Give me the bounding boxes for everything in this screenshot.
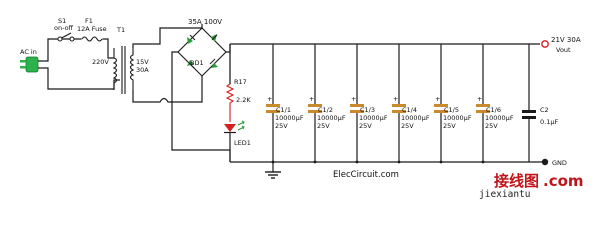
ac-plug-icon [20, 56, 39, 73]
capacitor-plus-icon: + [309, 95, 314, 103]
capacitor-voltage-label: 25V [401, 122, 414, 130]
cap-c2-name-label: C2 [540, 106, 549, 114]
ground-junction-dot [271, 160, 275, 164]
watermark-suffix: .com [543, 172, 584, 190]
ac-line-wire [38, 38, 114, 62]
ground-junction-dot [355, 160, 359, 164]
ground-junction-dot [397, 160, 401, 164]
switch-name-label: S1 [58, 17, 66, 25]
ground-name-label: GND [552, 159, 567, 167]
capacitor-name-label: C1/4 [402, 106, 417, 114]
ac-neutral-wire [38, 67, 120, 90]
fuse-f1-icon [81, 35, 103, 43]
output-voltage-label: 21V 30A [551, 36, 581, 44]
ground-symbol-icon [265, 162, 281, 179]
capacitor-plate-positive [392, 104, 406, 107]
vout-terminal-icon [541, 40, 549, 48]
schematic-svg: AC in S1 on-off F1 12A Fuse T1 220V 15V … [20, 17, 584, 199]
resistor-name-label: R17 [234, 78, 247, 86]
schematic-canvas: AC in S1 on-off F1 12A Fuse T1 220V 15V … [20, 17, 584, 199]
capacitor-name-label: C1/5 [444, 106, 459, 114]
watermark-pinyin: jiexiantu [479, 189, 530, 199]
capacitor-voltage-label: 25V [317, 122, 330, 130]
capacitor-bank: +C1/110000µF25V+C1/210000µF25V+C1/310000… [266, 44, 514, 164]
gnd-terminal-icon [541, 158, 549, 166]
capacitor-plus-icon: + [477, 95, 482, 103]
capacitor-plate-negative [266, 110, 280, 113]
ground-junction-dot [439, 160, 443, 164]
led-name-label: LED1 [234, 139, 251, 147]
capacitor-plate-positive [350, 104, 364, 107]
resistor-r17-icon [225, 44, 235, 122]
secondary-bottom-wire [132, 90, 203, 103]
capacitor-plate-negative [434, 110, 448, 113]
capacitor-plate-positive [476, 104, 490, 107]
fuse-name-label: F1 [85, 17, 93, 25]
capacitor-name-label: C1/6 [486, 106, 501, 114]
capacitor-name-label: C1/2 [318, 106, 333, 114]
capacitor-voltage-label: 25V [485, 122, 498, 130]
switch-type-label: on-off [54, 24, 74, 32]
capacitor-value-label: 10000µF [401, 114, 430, 122]
capacitor-name-label: C1/3 [360, 106, 375, 114]
capacitor-plate-negative [308, 110, 322, 113]
transformer-name-label: T1 [116, 26, 125, 34]
watermark-cn: 接线图 [494, 172, 539, 190]
bridge-rectifier-bd1-icon [171, 24, 231, 162]
transformer-t1-icon [112, 46, 135, 94]
bridge-rating-label: 35A 100V [188, 18, 222, 26]
capacitor-voltage-label: 25V [275, 122, 288, 130]
led1-icon [224, 120, 245, 162]
capacitor-value-label: 10000µF [443, 114, 472, 122]
capacitor-value-label: 10000µF [275, 114, 304, 122]
bridge-name-label: BD1 [190, 59, 204, 67]
credit-label: ElecCircuit.com [333, 170, 399, 180]
primary-voltage-label: 220V [92, 58, 109, 66]
capacitor-voltage-label: 25V [443, 122, 456, 130]
capacitor-plate-negative [392, 110, 406, 113]
secondary-top-wire [132, 27, 202, 48]
ground-junction-dot [313, 160, 317, 164]
cap-c2-value-label: 0.1µF [540, 118, 558, 126]
capacitor-voltage-label: 25V [359, 122, 372, 130]
capacitor-plate-positive [266, 104, 280, 107]
capacitor-plus-icon: + [435, 95, 440, 103]
capacitor-plus-icon: + [267, 95, 272, 103]
capacitor-plus-icon: + [351, 95, 356, 103]
ground-junction-dot [481, 160, 485, 164]
capacitor-name-label: C1/1 [276, 106, 291, 114]
capacitor-c2-icon [522, 44, 536, 162]
ac-in-label: AC in [20, 48, 37, 56]
capacitor-plate-negative [476, 110, 490, 113]
capacitor-value-label: 10000µF [485, 114, 514, 122]
capacitor-plate-negative [350, 110, 364, 113]
capacitor-value-label: 10000µF [317, 114, 346, 122]
secondary-current-label: 30A [136, 66, 149, 74]
capacitor-value-label: 10000µF [359, 114, 388, 122]
capacitor-plate-positive [308, 104, 322, 107]
capacitor-plus-icon: + [393, 95, 398, 103]
fuse-value-label: 12A Fuse [77, 25, 107, 33]
resistor-value-label: 2.2K [236, 96, 251, 104]
capacitor-plate-positive [434, 104, 448, 107]
switch-s1-icon [57, 32, 75, 42]
output-name-label: Vout [556, 46, 571, 54]
secondary-voltage-label: 15V [136, 58, 149, 66]
